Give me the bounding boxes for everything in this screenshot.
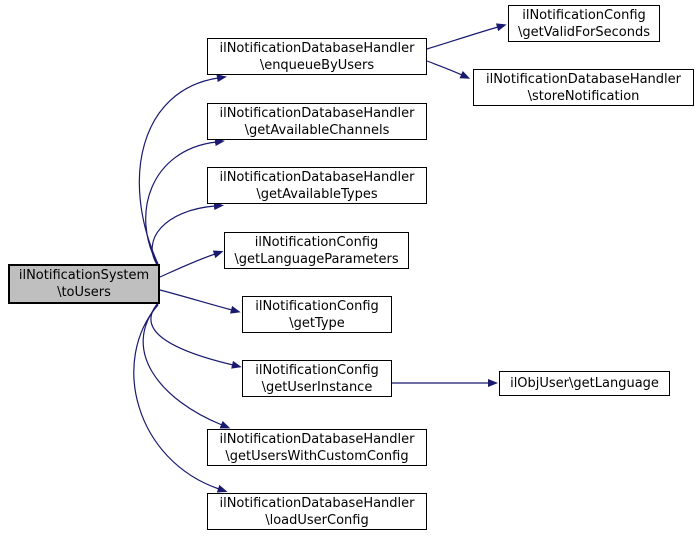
node-label-line2: \getAvailableChannels [244, 122, 390, 138]
node-label-line2: \getAvailableTypes [256, 186, 378, 202]
node-label-line2: \loadUserConfig [265, 512, 369, 528]
edge-enqueueByUsers-storeNotification [426, 60, 471, 79]
edge-toUsers-getUsersWithCustomConfig [142, 303, 231, 429]
node-label-line2: \getType [289, 315, 345, 331]
node-label-line1: ilNotificationDatabaseHandler [219, 40, 415, 56]
node-label-line1: ilNotificationDatabaseHandler [485, 71, 682, 87]
node-label-line1: ilNotificationConfig [522, 7, 646, 23]
node-label-line1: ilNotificationConfig [255, 298, 379, 314]
node-label-line2: \enqueueByUsers [259, 57, 375, 73]
node-label-line2: \getUsersWithCustomConfig [225, 448, 409, 464]
node-ilNotificationConfig-getUserInstance[interactable]: ilNotificationConfig \getUserInstance [242, 360, 392, 397]
node-label-line1: ilObjUser\getLanguage [510, 376, 659, 391]
node-ilNotificationDatabaseHandler-storeNotification[interactable]: ilNotificationDatabaseHandler \storeNoti… [473, 69, 694, 106]
node-ilNotificationConfig-getType[interactable]: ilNotificationConfig \getType [242, 296, 392, 333]
node-ilNotificationConfig-getLanguageParameters[interactable]: ilNotificationConfig \getLanguageParamet… [224, 232, 409, 269]
node-ilNotificationDatabaseHandler-getAvailableTypes[interactable]: ilNotificationDatabaseHandler \getAvaila… [207, 167, 427, 204]
node-label-line1: ilNotificationConfig [255, 362, 379, 378]
node-label-line1: ilNotificationSystem [18, 268, 150, 283]
node-label-line2: \getUserInstance [261, 379, 373, 395]
node-ilNotificationConfig-getValidForSeconds[interactable]: ilNotificationConfig \getValidForSeconds [508, 5, 660, 42]
node-label-line2: \toUsers [57, 285, 111, 300]
node-label-line1: ilNotificationConfig [254, 234, 379, 250]
edge-enqueueByUsers-getValidForSeconds [426, 23, 507, 50]
node-ilNotificationDatabaseHandler-getAvailableChannels[interactable]: ilNotificationDatabaseHandler \getAvaila… [207, 103, 427, 140]
edge-toUsers-loadUserConfig [133, 304, 228, 493]
node-label-line1: ilNotificationDatabaseHandler [219, 495, 415, 511]
node-ilNotificationDatabaseHandler-loadUserConfig[interactable]: ilNotificationDatabaseHandler \loadUserC… [207, 493, 427, 530]
edge-toUsers-getType [159, 289, 241, 314]
edge-toUsers-getUserInstance [150, 302, 242, 369]
edge-toUsers-getAvailableChannels [145, 138, 225, 266]
node-label-line2: \storeNotification [527, 88, 640, 104]
node-ilNotificationSystem-toUsers: ilNotificationSystem \toUsers [8, 264, 160, 304]
edge-toUsers-getAvailableTypes [151, 202, 224, 267]
node-label-line1: ilNotificationDatabaseHandler [219, 169, 415, 185]
node-ilObjUser-getLanguage[interactable]: ilObjUser\getLanguage [499, 371, 670, 396]
node-label-line1: ilNotificationDatabaseHandler [219, 105, 415, 121]
node-ilNotificationDatabaseHandler-getUsersWithCustomConfig[interactable]: ilNotificationDatabaseHandler \getUsersW… [207, 429, 427, 466]
node-ilNotificationDatabaseHandler-enqueueByUsers[interactable]: ilNotificationDatabaseHandler \enqueueBy… [207, 38, 427, 75]
node-label-line1: ilNotificationDatabaseHandler [219, 431, 415, 447]
node-label-line2: \getLanguageParameters [234, 251, 399, 267]
edge-toUsers-getLanguageParameters [159, 250, 224, 278]
node-label-line2: \getValidForSeconds [518, 24, 650, 40]
